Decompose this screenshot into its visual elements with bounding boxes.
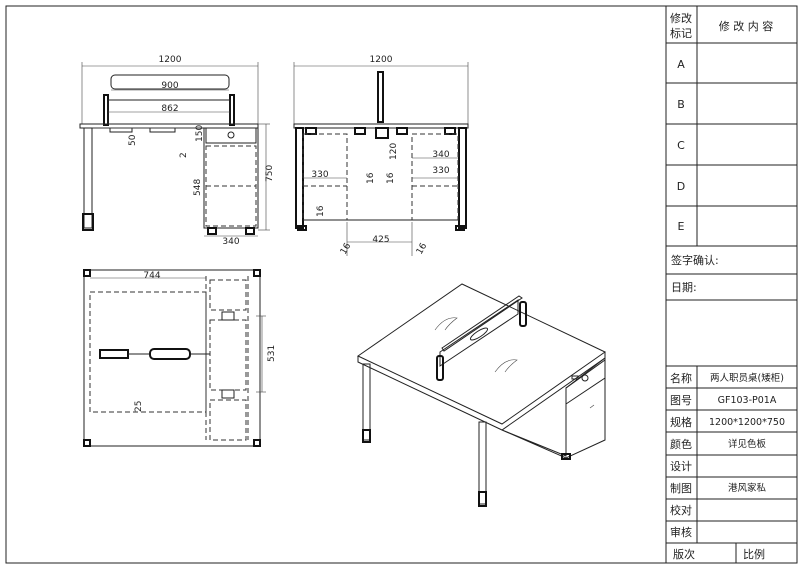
dim-side-120: 120	[389, 143, 399, 160]
dim-side-16-b: 16	[386, 172, 396, 184]
signature-label: 签字确认:	[671, 253, 719, 267]
dim-side-330-right: 330	[432, 166, 449, 176]
front-view: 1200 900 862 50 150 2 548 75	[79, 55, 275, 247]
side-view: 1200 120 340 330 330 16 16 16	[293, 55, 469, 257]
dim-plan-531: 531	[267, 345, 277, 362]
dim-front-862: 862	[161, 104, 178, 114]
info-value-drafter: 港风家私	[728, 482, 767, 494]
dim-plan-744: 744	[143, 271, 160, 281]
footer-scale-label: 比例	[743, 547, 765, 561]
rev-row-d: D	[677, 180, 685, 193]
dim-side-330-left: 330	[311, 170, 328, 180]
dim-front-50: 50	[128, 134, 138, 146]
info-label-name: 名称	[670, 371, 692, 385]
dim-front-340: 340	[222, 237, 239, 247]
info-label-drawing-no: 图号	[670, 394, 692, 407]
info-value-name: 两人职员桌(矮柜)	[710, 372, 784, 384]
dim-front-750: 750	[265, 165, 275, 182]
info-value-drawing-no: GF103-P01A	[718, 395, 777, 406]
info-value-color: 详见色板	[728, 438, 767, 450]
rev-row-a: A	[677, 58, 685, 71]
info-label-drafter: 制图	[670, 482, 692, 495]
dim-side-340: 340	[432, 150, 449, 160]
rev-row-e: E	[678, 220, 685, 233]
dim-side-16-c: 16	[316, 205, 326, 217]
dim-front-1200: 1200	[159, 55, 182, 65]
title-block: 修改 标记 修 改 内 容 A B C D E 签字确认: 日期: 名称 两人职…	[665, 6, 797, 563]
info-label-design: 设计	[670, 460, 692, 473]
dim-plan-25: 25	[134, 401, 144, 412]
rev-row-c: C	[677, 139, 685, 152]
plan-view: 744 531 25	[83, 269, 277, 447]
footer-version-label: 版次	[673, 547, 695, 561]
info-label-review: 审核	[670, 525, 692, 539]
dim-side-16-d: 16	[339, 241, 354, 256]
dim-side-425: 425	[372, 235, 389, 245]
dim-side-1200: 1200	[370, 55, 393, 65]
dim-front-548: 548	[193, 179, 203, 196]
info-value-spec: 1200*1200*750	[709, 417, 785, 428]
dim-side-16-e: 16	[415, 241, 430, 256]
rev-mark-header-line2: 标记	[670, 26, 692, 40]
info-label-spec: 规格	[670, 415, 692, 429]
rev-mark-header-line1: 修改	[670, 11, 692, 25]
dim-front-2: 2	[179, 152, 189, 158]
rev-content-header: 修 改 内 容	[719, 19, 774, 33]
date-label: 日期:	[671, 281, 697, 294]
info-label-color: 颜色	[670, 437, 692, 451]
info-label-check: 校对	[670, 503, 692, 517]
dim-side-16-a: 16	[366, 172, 376, 184]
rev-row-b: B	[677, 98, 685, 111]
isometric-view	[357, 283, 606, 507]
dim-front-150: 150	[195, 125, 205, 142]
sheet-border	[5, 5, 798, 564]
dim-front-900: 900	[161, 81, 178, 91]
